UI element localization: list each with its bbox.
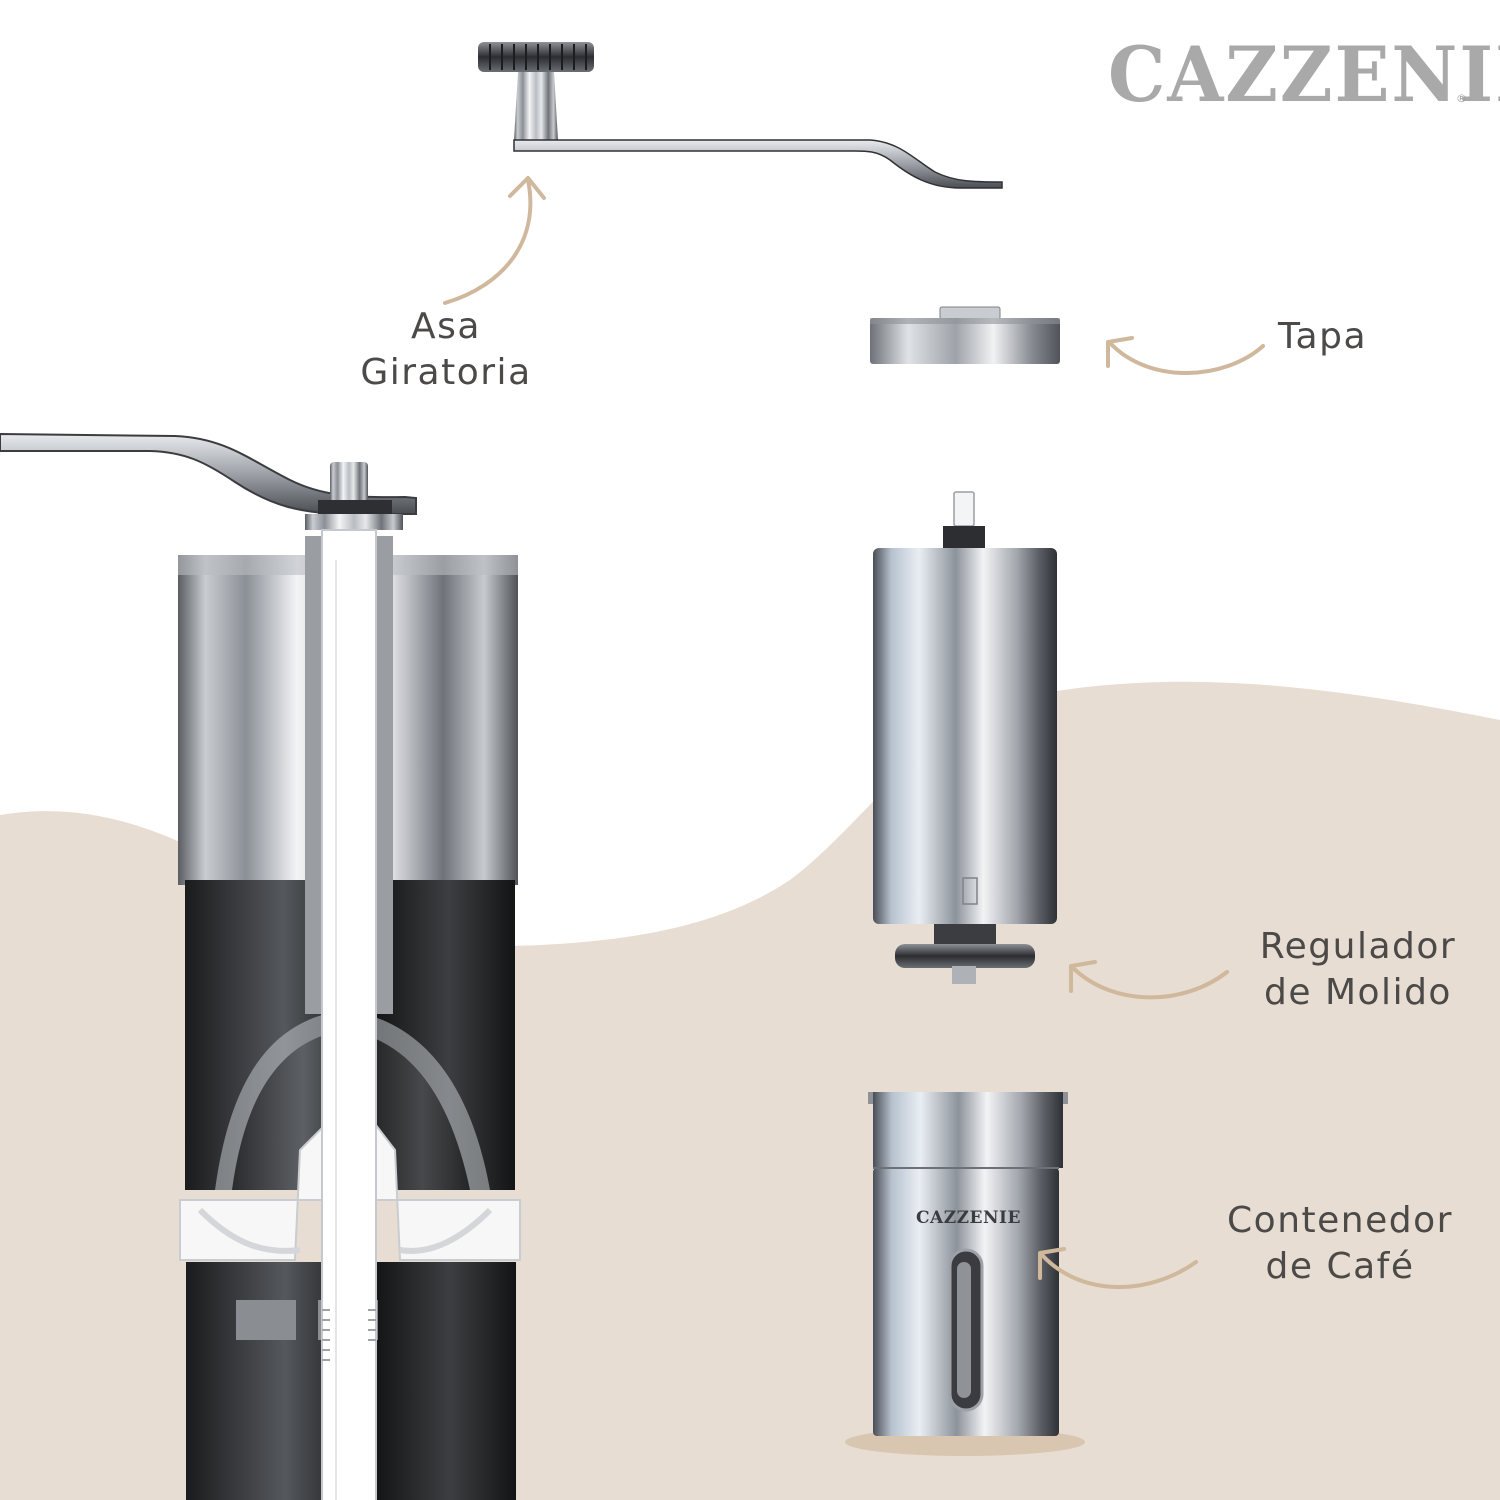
container-part	[845, 1092, 1085, 1456]
label-coffee-container: Contenedor de Café	[1214, 1198, 1466, 1290]
label-grind-regulator-line1: Regulador	[1259, 926, 1457, 967]
label-lid: Tapa	[1278, 314, 1367, 360]
label-grind-regulator: Regulador de Molido	[1250, 924, 1466, 1016]
brand-logo: CAZZENIE	[1108, 30, 1500, 119]
label-coffee-container-line2: de Café	[1265, 1246, 1415, 1287]
curved-arrow-icon	[1038, 1247, 1198, 1289]
curved-arrow-icon	[1069, 960, 1229, 1000]
label-handle: Asa Giratoria	[352, 304, 540, 396]
regulator-part	[873, 491, 1057, 984]
registered-mark: ®	[1456, 92, 1467, 105]
handle-part	[478, 42, 1003, 189]
label-coffee-container-line1: Contenedor	[1227, 1200, 1453, 1241]
cutaway-grinder	[0, 432, 521, 1500]
label-lid-line1: Tapa	[1278, 316, 1368, 357]
curved-arrow-icon	[1106, 336, 1265, 375]
container-logo: CAZZENIE	[916, 1208, 1021, 1228]
label-handle-line2: Giratoria	[360, 352, 532, 393]
lid-part	[870, 306, 1060, 364]
label-grind-regulator-line2: de Molido	[1264, 972, 1452, 1013]
label-handle-line1: Asa	[411, 306, 481, 347]
curved-arrow-icon	[443, 176, 546, 305]
